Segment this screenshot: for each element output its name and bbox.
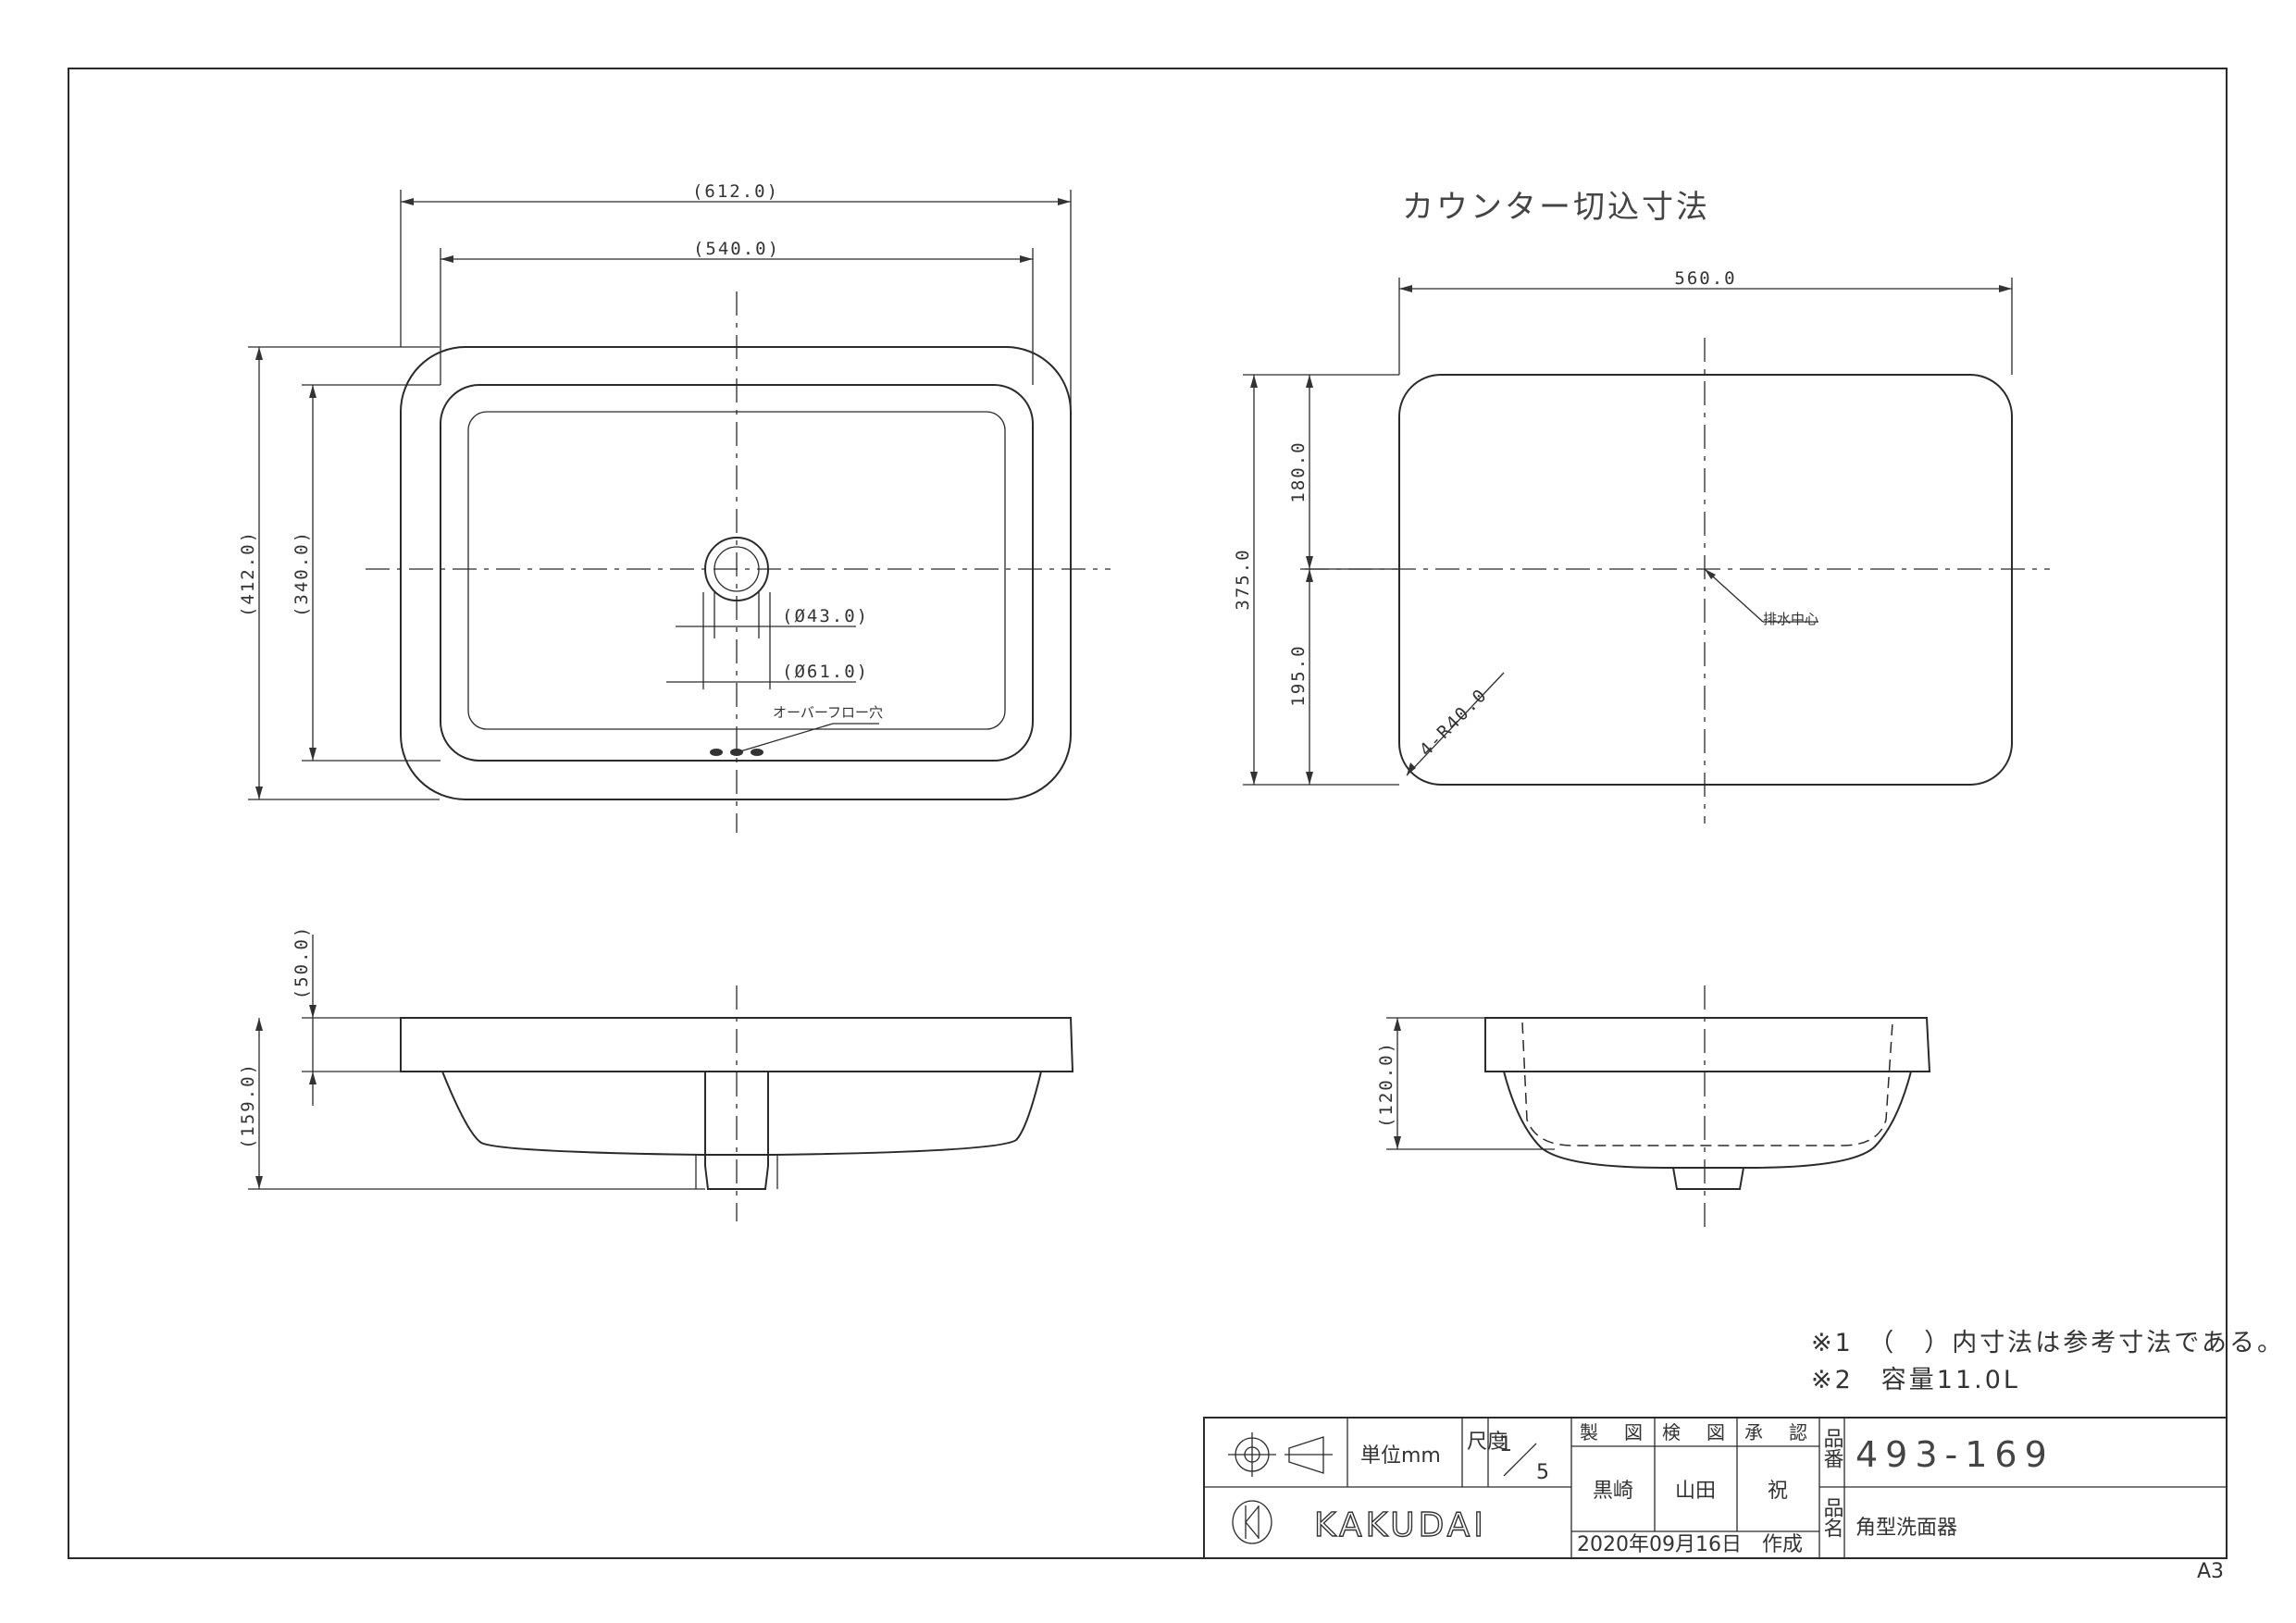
front-rim [400, 1017, 1074, 1072]
scale-numerator: 1 [1499, 1433, 1512, 1456]
scale-label: 尺度 [1467, 1431, 1508, 1454]
note-1: ※1 （ ）内寸法は参考寸法である。 [1811, 1329, 2285, 1357]
creation-date: 2020年09月16日 作成 [1577, 1533, 1803, 1556]
dim-cutout-width: 560.0 [1674, 268, 1736, 289]
part-name: 角型洗面器 [1855, 1517, 1957, 1540]
front-elevation: (50.0) (159.0) [238, 925, 1074, 1221]
side-drain [1672, 1167, 1744, 1190]
dim-total-height: (159.0) [238, 1062, 258, 1149]
front-drain [704, 1072, 769, 1190]
name-checker: 山田 [1675, 1480, 1716, 1503]
overflow-label: オーバーフロー穴 [773, 704, 883, 721]
scale-denominator: 5 [1536, 1461, 1549, 1484]
header-approver: 承 認 [1744, 1421, 1811, 1443]
dim-bowl-depth: (340.0) [292, 530, 312, 617]
dim-cutout-lower: 195.0 [1288, 644, 1309, 706]
cutout-outline [1398, 374, 2013, 786]
part-number: 493-169 [1855, 1434, 2054, 1475]
cutout-view: カウンター切込寸法 560.0 375.0 180.0 195.0 4-R40.… [1233, 189, 2050, 824]
side-hidden-bowl [1521, 1022, 1893, 1146]
sheet-size: A3 [2197, 1560, 2224, 1583]
projection-symbol-icon [1228, 1432, 1333, 1477]
kakudai-logo-icon [1232, 1500, 1272, 1544]
note-2: ※2 容量11.0L [1811, 1366, 2020, 1394]
dim-cutout-upper: 180.0 [1288, 440, 1309, 502]
name-approver: 祝 [1768, 1480, 1788, 1503]
sheet-border [68, 68, 2228, 1559]
company-name: KAKUDAI [1314, 1506, 1487, 1544]
dim-bowl-width: (540.0) [693, 239, 780, 259]
dim-drain-outer: (Ø61.0) [782, 662, 869, 682]
unit-label: 単位mm [1360, 1444, 1441, 1468]
dim-cutout-depth: 375.0 [1233, 548, 1253, 610]
title-block: 単位mm 尺度 1 5 製 図 検 図 承 認 黒崎 山田 祝 2020年09月… [1203, 1417, 2228, 1559]
part-name-label: 品名 [1820, 1497, 1843, 1538]
dim-overall-width: (612.0) [692, 181, 779, 202]
header-drafter: 製 図 [1580, 1421, 1646, 1443]
dim-drain-inner: (Ø43.0) [782, 606, 869, 626]
overflow-holes [710, 749, 763, 756]
part-no-label: 品番 [1820, 1428, 1844, 1468]
name-drafter: 黒崎 [1593, 1480, 1633, 1503]
drain-center-label: 排水中心 [1763, 611, 1818, 627]
dim-rim-height: (50.0) [292, 925, 312, 1000]
dim-overall-depth: (412.0) [238, 530, 258, 617]
front-bowl [441, 1071, 1042, 1156]
header-checker: 検 図 [1662, 1421, 1729, 1443]
side-rim [1484, 1017, 1931, 1072]
dim-side-height: (120.0) [1376, 1041, 1396, 1128]
dim-corner-radius: 4-R40.0 [1416, 685, 1492, 761]
cutout-title: カウンター切込寸法 [1402, 189, 1710, 226]
side-bowl [1503, 1071, 1912, 1169]
side-elevation: (120.0) [1376, 985, 1931, 1231]
basin-outline [400, 346, 1072, 800]
plan-view: (612.0) (540.0) (412.0) (340.0) (Ø43.0) … [238, 181, 1111, 833]
